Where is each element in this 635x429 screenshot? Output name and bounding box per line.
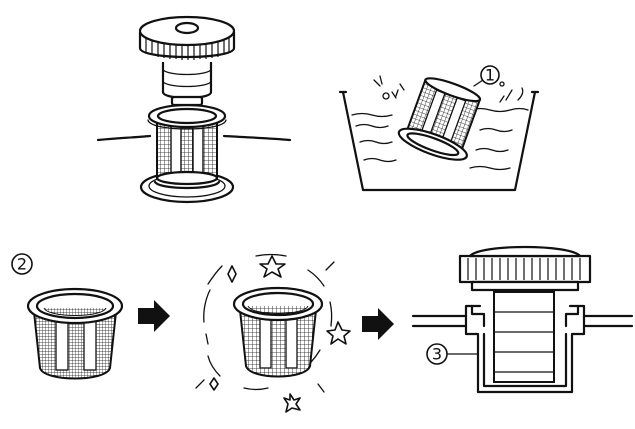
filter-housing	[464, 304, 586, 394]
filter-installed-cross-section	[493, 291, 555, 383]
panel-soak-filter: 1	[338, 65, 540, 192]
knurled-cap-installed	[458, 245, 592, 292]
water-basin	[341, 90, 537, 192]
sparkle-star-icon	[209, 255, 351, 413]
right-arrow-icon	[138, 300, 170, 332]
filter-basket-soaking	[397, 77, 482, 161]
step-2-number: 2	[17, 255, 27, 274]
surface-line-left	[96, 134, 152, 142]
step-3-marker: 3	[426, 343, 448, 365]
step-1-marker: 1	[480, 65, 500, 85]
filter-basket-installed	[147, 103, 227, 186]
panel-remove-filter	[96, 15, 292, 204]
knurled-cap-icon	[138, 15, 236, 107]
step-2-marker: 2	[11, 253, 33, 275]
step-3-number: 3	[432, 345, 442, 364]
mesh-filter-basket-icon	[26, 287, 124, 380]
surface-line-right	[222, 134, 292, 142]
water-splash	[373, 75, 524, 103]
panel-reinstall: 3	[411, 245, 634, 394]
panel-clean-filter: 2	[11, 253, 394, 413]
filter-basket-clean	[195, 253, 335, 393]
right-arrow-icon-2	[362, 308, 394, 340]
water-surface	[351, 107, 529, 171]
step-1-number: 1	[485, 66, 495, 85]
